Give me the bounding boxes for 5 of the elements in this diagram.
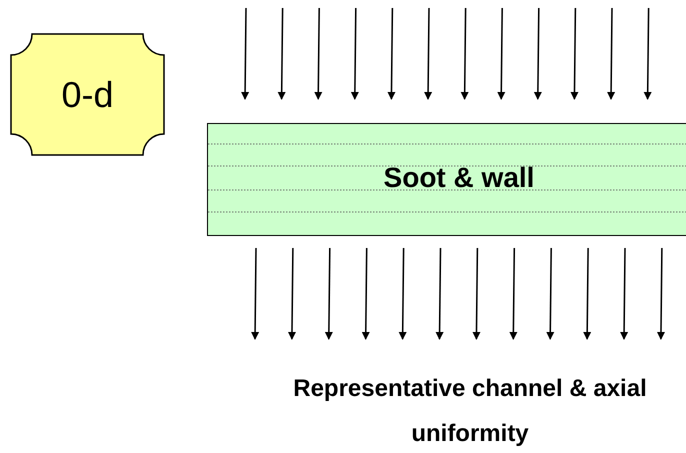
badge-label: 0-d bbox=[60, 72, 115, 116]
layer-block bbox=[207, 123, 686, 236]
layer-label: Soot & wall bbox=[382, 161, 536, 195]
notched-badge bbox=[10, 33, 165, 156]
caption-text: Representative channel & axial uniformity bbox=[292, 374, 648, 449]
